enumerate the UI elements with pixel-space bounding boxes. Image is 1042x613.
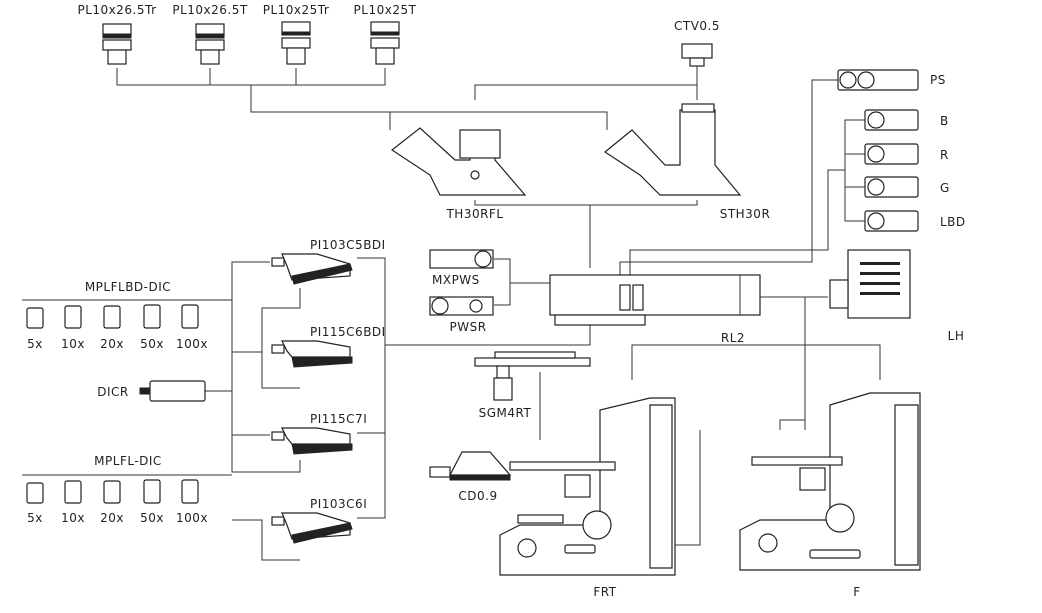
eyepiece-label: PL10x25Tr bbox=[263, 3, 330, 17]
nosepiece-label: PI103C6I bbox=[310, 497, 367, 511]
power-supply: PS bbox=[837, 69, 946, 91]
head-sth30r: STH30R bbox=[603, 103, 771, 221]
eyepiece-label: PL10x26.5T bbox=[172, 3, 248, 17]
nosepiece bbox=[271, 512, 353, 544]
eyepiece bbox=[195, 23, 225, 65]
illuminator-rl2: RL2 bbox=[549, 274, 761, 345]
filter-g: G bbox=[864, 176, 950, 198]
illuminator-label: RL2 bbox=[721, 331, 745, 345]
nosepiece-label: PI115C6BDI bbox=[310, 325, 386, 339]
nosepiece bbox=[271, 427, 353, 455]
magnification-label: 10x bbox=[61, 511, 85, 525]
nosepiece bbox=[271, 340, 353, 368]
magnification-label: 5x bbox=[27, 337, 43, 351]
eyepieces: PL10x26.5Tr PL10x26.5T PL10x25Tr PL10x25… bbox=[77, 3, 417, 65]
objectives bbox=[26, 479, 199, 504]
head-label: STH30R bbox=[720, 207, 771, 221]
magnification-label: 10x bbox=[61, 337, 85, 351]
objective-set-label: MPLFL-DIC bbox=[94, 454, 162, 468]
filter-b: B bbox=[864, 109, 949, 131]
filter-lbd: LBD bbox=[864, 210, 966, 232]
objective-set-mplfl: MPLFL-DIC 5x 10x 20x 50x 100x bbox=[26, 454, 208, 525]
slider-label: MXPWS bbox=[432, 273, 480, 287]
power-supply-label: PS bbox=[930, 73, 946, 87]
eyepiece bbox=[102, 23, 132, 65]
filter-label: G bbox=[940, 181, 950, 195]
objectives bbox=[26, 304, 199, 329]
filters: B R G LBD bbox=[864, 109, 966, 232]
objective-set-label: MPLFLBD-DIC bbox=[85, 280, 171, 294]
magnification-label: 20x bbox=[100, 337, 124, 351]
magnification-label: 100x bbox=[176, 511, 208, 525]
dic-prism: DICR bbox=[97, 380, 206, 402]
nosepiece bbox=[271, 253, 353, 285]
dic-prism-label: DICR bbox=[97, 385, 129, 399]
lamp-house: LH bbox=[829, 249, 965, 343]
eyepiece bbox=[370, 21, 400, 65]
slider-pwsr: PWSR bbox=[429, 296, 494, 334]
stand-label: F bbox=[853, 585, 860, 599]
filter-r: R bbox=[864, 143, 949, 165]
magnification-label: 50x bbox=[140, 511, 164, 525]
filter-label: B bbox=[940, 114, 949, 128]
nosepieces: PI103C5BDI PI115C6BDI PI115C7I PI103C6I bbox=[271, 238, 386, 544]
lamp-house-label: LH bbox=[948, 329, 965, 343]
magnification-label: 100x bbox=[176, 337, 208, 351]
stand-label: FRT bbox=[593, 585, 616, 599]
camera-adapter-label: CTV0.5 bbox=[674, 19, 720, 33]
condenser-label: CD0.9 bbox=[458, 489, 497, 503]
stage-label: SGM4RT bbox=[479, 406, 532, 420]
eyepiece bbox=[281, 21, 311, 65]
camera-adapter: CTV0.5 bbox=[674, 19, 720, 67]
filter-label: R bbox=[940, 148, 949, 162]
connector-lines bbox=[22, 66, 881, 561]
magnification-label: 20x bbox=[100, 511, 124, 525]
condenser: CD0.9 bbox=[429, 451, 512, 503]
stand-f: F bbox=[739, 392, 921, 599]
nosepiece-label: PI115C7I bbox=[310, 412, 367, 426]
head-th30rfl: TH30RFL bbox=[390, 127, 527, 221]
slider-mxpws: MXPWS bbox=[429, 249, 494, 287]
slider-label: PWSR bbox=[449, 320, 486, 334]
stage: SGM4RT bbox=[474, 351, 591, 420]
stand-frt: FRT bbox=[499, 397, 676, 599]
eyepiece-label: PL10x25T bbox=[354, 3, 417, 17]
magnification-label: 5x bbox=[27, 511, 43, 525]
magnification-label: 50x bbox=[140, 337, 164, 351]
eyepiece-label: PL10x26.5Tr bbox=[77, 3, 156, 17]
head-label: TH30RFL bbox=[445, 207, 503, 221]
filter-label: LBD bbox=[940, 215, 966, 229]
nosepiece-label: PI103C5BDI bbox=[310, 238, 386, 252]
objective-set-mplflbd: MPLFLBD-DIC 5x 10x 20x 50x 100x bbox=[26, 280, 208, 351]
